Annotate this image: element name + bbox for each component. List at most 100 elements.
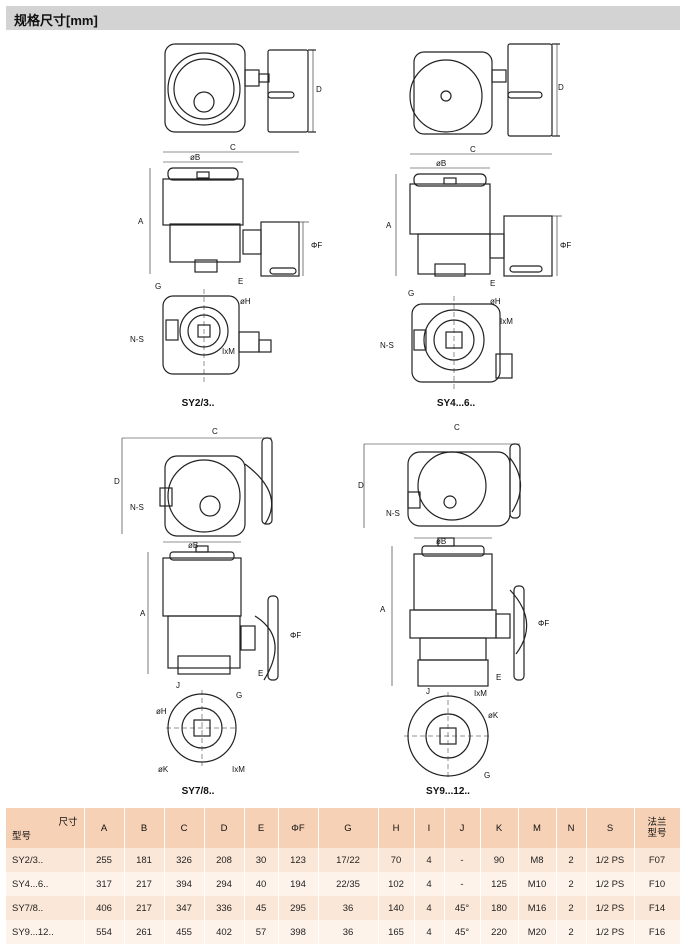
table-cell: 208 (204, 848, 245, 872)
dim-d-sy9: D (358, 481, 364, 490)
table-cell: 140 (378, 896, 415, 920)
header-corner: 尺寸 型号 (6, 808, 85, 848)
column-header: K (480, 808, 519, 848)
corner-bottom-label: 型号 (12, 831, 32, 842)
column-header: J (444, 808, 481, 848)
dim-a-sy9: A (380, 605, 386, 614)
caption-sy2: SY2/3.. (182, 398, 215, 409)
dim-h-sy7: øH (156, 707, 167, 716)
table-cell: 181 (124, 848, 165, 872)
dim-h-sy2: øH (240, 297, 251, 306)
caption-sy4: SY4...6.. (437, 398, 476, 409)
table-cell: - (444, 848, 481, 872)
table-cell: F10 (634, 872, 681, 896)
table-cell: 406 (84, 896, 125, 920)
table-cell: M16 (518, 896, 557, 920)
table-cell: 125 (480, 872, 519, 896)
dim-m-sy4: IxM (500, 317, 513, 326)
column-header: ΦF (278, 808, 319, 848)
flange-label-line2: 型号 (647, 828, 667, 839)
dim-d-sy4: D (558, 83, 564, 92)
caption-sy9: SY9...12.. (426, 786, 470, 797)
dim-m-sy9: IxM (474, 689, 487, 698)
table-cell: SY7/8.. (6, 896, 85, 920)
dim-j-sy7: J (176, 681, 180, 690)
table-cell: 30 (244, 848, 279, 872)
table-cell: M20 (518, 920, 557, 944)
section-title: 规格尺寸[mm] (14, 13, 98, 28)
drawing-sy9-front-view (391, 537, 528, 687)
dim-f-sy2: ΦF (311, 241, 322, 250)
dim-g-sy4: G (408, 289, 414, 298)
table-cell: 2 (556, 848, 587, 872)
dim-g-sy7: G (236, 691, 242, 700)
table-cell: 295 (278, 896, 319, 920)
dim-e-sy2: E (238, 277, 243, 286)
column-header: N (556, 808, 587, 848)
table-cell: 4 (414, 896, 445, 920)
table-cell: 326 (164, 848, 205, 872)
table-cell: 2 (556, 896, 587, 920)
drawing-sy2-front-view (149, 151, 309, 277)
dim-ns-sy9: N-S (386, 509, 400, 518)
table-cell: 347 (164, 896, 205, 920)
dim-e-sy4: E (490, 279, 495, 288)
table-cell: 1/2 PS (586, 848, 635, 872)
drawing-sy9-bottom-view (404, 692, 492, 780)
caption-sy7: SY7/8.. (182, 786, 215, 797)
table-row: SY2/3.. 255 181 326 208 30 123 17/22 70 … (6, 848, 681, 872)
table-cell: F14 (634, 896, 681, 920)
dim-c-sy9: C (454, 423, 460, 432)
column-header: B (124, 808, 165, 848)
dim-c-sy2: C (230, 143, 236, 152)
drawing-sy4-top-view (409, 43, 560, 137)
table-cell: 217 (124, 872, 165, 896)
dim-f-sy4: ΦF (560, 241, 571, 250)
table-cell: 194 (278, 872, 319, 896)
column-header: S (586, 808, 635, 848)
table-cell: 1/2 PS (586, 896, 635, 920)
table-cell: 1/2 PS (586, 872, 635, 896)
table-cell: F07 (634, 848, 681, 872)
dim-f-sy7: ΦF (290, 631, 301, 640)
table-cell: 90 (480, 848, 519, 872)
dim-c-sy4: C (470, 145, 476, 154)
table-cell: 1/2 PS (586, 920, 635, 944)
dim-d-sy2: D (316, 85, 322, 94)
table-cell: 294 (204, 872, 245, 896)
table-cell: 2 (556, 920, 587, 944)
table-cell: 4 (414, 848, 445, 872)
table-cell: 22/35 (318, 872, 379, 896)
dim-k-sy7: øK (158, 765, 169, 774)
column-header: D (204, 808, 245, 848)
table-cell: 45 (244, 896, 279, 920)
table-cell: 123 (278, 848, 319, 872)
table-cell: 45° (444, 920, 481, 944)
table-cell: SY9...12.. (6, 920, 85, 944)
table-cell: SY2/3.. (6, 848, 85, 872)
column-header: G (318, 808, 379, 848)
dim-k-sy9: øK (488, 711, 499, 720)
column-header: E (244, 808, 279, 848)
dim-ns-sy4: N-S (380, 341, 394, 350)
drawing-sy4-bottom-view (411, 296, 513, 392)
spec-table: 尺寸 型号 A B C D E ΦF G H I J K M N S 法兰 型号 (6, 808, 681, 944)
dim-e-sy7: E (258, 669, 263, 678)
drawing-sy9-top-view (363, 443, 522, 528)
table-cell: 40 (244, 872, 279, 896)
dim-h-sy4: øH (490, 297, 501, 306)
flange-label-line1: 法兰 (647, 817, 667, 828)
dim-b-sy7: øB (188, 541, 198, 550)
dim-b-sy9: øB (436, 537, 446, 546)
dim-ns-sy2: N-S (130, 335, 144, 344)
dim-b-sy2: øB (190, 153, 200, 162)
drawing-sy7-top-view (121, 437, 273, 537)
dim-d-sy7: D (114, 477, 120, 486)
table-cell: 180 (480, 896, 519, 920)
corner-top-label: 尺寸 (58, 817, 78, 828)
dim-m-sy7: IxM (232, 765, 245, 774)
column-header: M (518, 808, 557, 848)
dim-g-sy2: G (155, 282, 161, 291)
dim-b-sy4: øB (436, 159, 446, 168)
column-header: I (414, 808, 445, 848)
